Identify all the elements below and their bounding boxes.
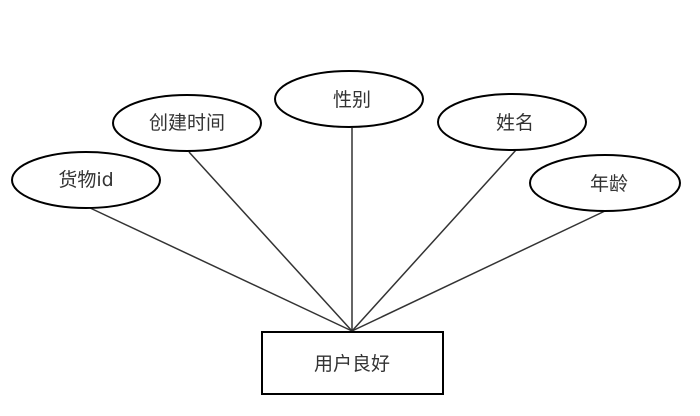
- attribute-gender: 性别: [274, 70, 424, 128]
- attribute-name: 姓名: [437, 93, 587, 151]
- connector-name: [351, 149, 517, 332]
- attribute-label: 性别: [333, 89, 371, 111]
- connectors: [87, 128, 606, 332]
- connector-goods-id: [87, 206, 353, 332]
- connector-created-time: [188, 151, 353, 332]
- entity-label: 用户良好: [314, 353, 390, 375]
- attribute-label: 创建时间: [149, 112, 225, 134]
- attribute-label: 姓名: [496, 112, 534, 134]
- attribute-created-time: 创建时间: [112, 94, 262, 152]
- attribute-label: 年龄: [590, 173, 628, 195]
- connector-age: [351, 210, 606, 332]
- attribute-age: 年龄: [529, 154, 681, 212]
- entity-box: 用户良好: [261, 331, 444, 395]
- attribute-label: 货物id: [58, 169, 113, 191]
- attribute-goods-id: 货物id: [11, 151, 161, 209]
